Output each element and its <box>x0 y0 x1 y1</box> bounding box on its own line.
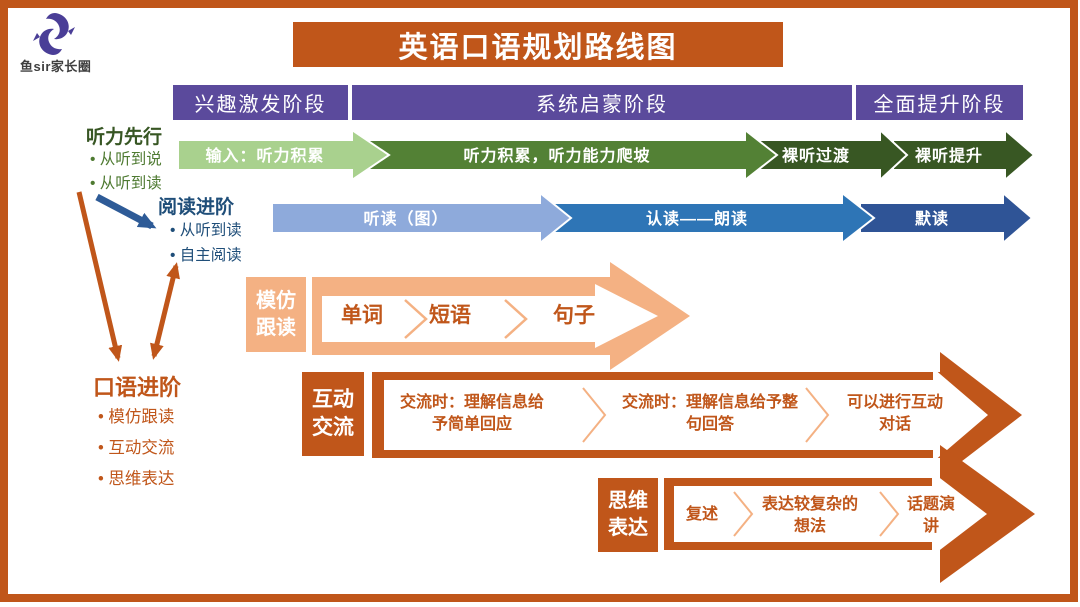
reading-arrow-1: 听读（图） <box>271 190 573 246</box>
list-item: 模仿跟读 <box>98 402 174 433</box>
listening-step-label: 输入：听力积累 <box>205 146 324 165</box>
reading-step-label: 听读（图） <box>363 209 448 228</box>
imitate-read-arrow-shape <box>312 262 690 370</box>
reading-advance-list: 从听到读 自主阅读 <box>170 218 242 268</box>
list-item: 自主阅读 <box>170 243 242 268</box>
imitate-read-arrow: 单词 短语 句子 <box>312 258 702 373</box>
stage-segment-interest: 兴趣激发阶段 <box>173 85 348 120</box>
step-text: 可以进行互动对话 <box>846 394 943 433</box>
chevron-icon <box>504 299 528 339</box>
list-item: 从听到说 <box>90 148 162 172</box>
speaking-advance-list: 模仿跟读 互动交流 思维表达 <box>98 402 174 495</box>
row-label-imitate-read: 模仿跟读 <box>246 277 306 352</box>
listening-step-label: 裸听过渡 <box>782 146 850 165</box>
chevron-icon <box>582 387 607 443</box>
stage-segment-improve: 全面提升阶段 <box>856 85 1023 120</box>
chevron-icon <box>805 387 830 443</box>
listening-step-label: 裸听提升 <box>915 146 983 165</box>
listening-first-title: 听力先行 <box>86 127 163 148</box>
listening-arrow-1: 输入：听力积累 <box>177 128 391 182</box>
stage-segment-enlighten: 系统启蒙阶段 <box>352 85 852 120</box>
step-text: 话题演讲 <box>906 496 955 535</box>
step-text: 短语 <box>429 303 471 327</box>
brand-logo-icon <box>33 13 75 55</box>
title-banner: 英语口语规划路线图 <box>293 22 783 67</box>
step-text: 交流时：理解信息给予整句回答 <box>621 394 798 433</box>
reading-step-label: 认读——朗读 <box>646 209 748 228</box>
brand-logo-text: 鱼sir家长圈 <box>20 59 92 74</box>
thinking-expression-arrow: 复述 表达较复杂的想法 话题演讲 <box>664 440 1042 588</box>
inner-arrow <box>384 368 988 462</box>
listening-arrow-2: 听力积累，听力能力爬坡 <box>361 127 779 183</box>
reading-step-label: 默读 <box>915 209 949 228</box>
step-text: 交流时：理解信息给予简单回应 <box>399 394 544 433</box>
list-item: 互动交流 <box>98 433 174 464</box>
chevron-icon <box>733 491 754 537</box>
chevron-icon <box>879 491 900 537</box>
inner-arrow <box>674 472 987 556</box>
listening-arrow-3: 裸听过渡 <box>751 127 909 183</box>
list-item: 从听到读 <box>90 172 162 196</box>
row-label-interactive-exchange: 互动交流 <box>302 372 364 456</box>
reading-advance-title: 阅读进阶 <box>158 197 235 218</box>
thinking-expression-arrow-shape <box>664 445 1035 583</box>
listening-arrow-4: 裸听提升 <box>892 127 1036 183</box>
step-text: 表达较复杂的想法 <box>761 496 858 535</box>
page-title: 英语口语规划路线图 <box>398 31 678 64</box>
reading-arrow-3: 默读 <box>859 190 1034 246</box>
listening-step-label: 听力积累，听力能力爬坡 <box>463 146 650 165</box>
interactive-exchange-arrow-shape <box>372 352 1022 478</box>
interactive-exchange-arrow: 交流时：理解信息给予简单回应 交流时：理解信息给予整句回答 可以进行互动对话 <box>372 350 1027 480</box>
step-text: 句子 <box>553 303 595 327</box>
chevron-icon <box>404 299 428 339</box>
step-text: 复述 <box>685 506 718 523</box>
speaking-advance-title: 口语进阶 <box>93 375 182 400</box>
listening-first-list: 从听到说 从听到读 <box>90 148 162 196</box>
list-item: 思维表达 <box>98 464 174 495</box>
row-label-thinking-expression: 思维表达 <box>598 478 658 552</box>
step-text: 单词 <box>341 303 383 327</box>
reading-arrow-2: 认读——朗读 <box>551 190 876 246</box>
list-item: 从听到读 <box>170 218 242 243</box>
